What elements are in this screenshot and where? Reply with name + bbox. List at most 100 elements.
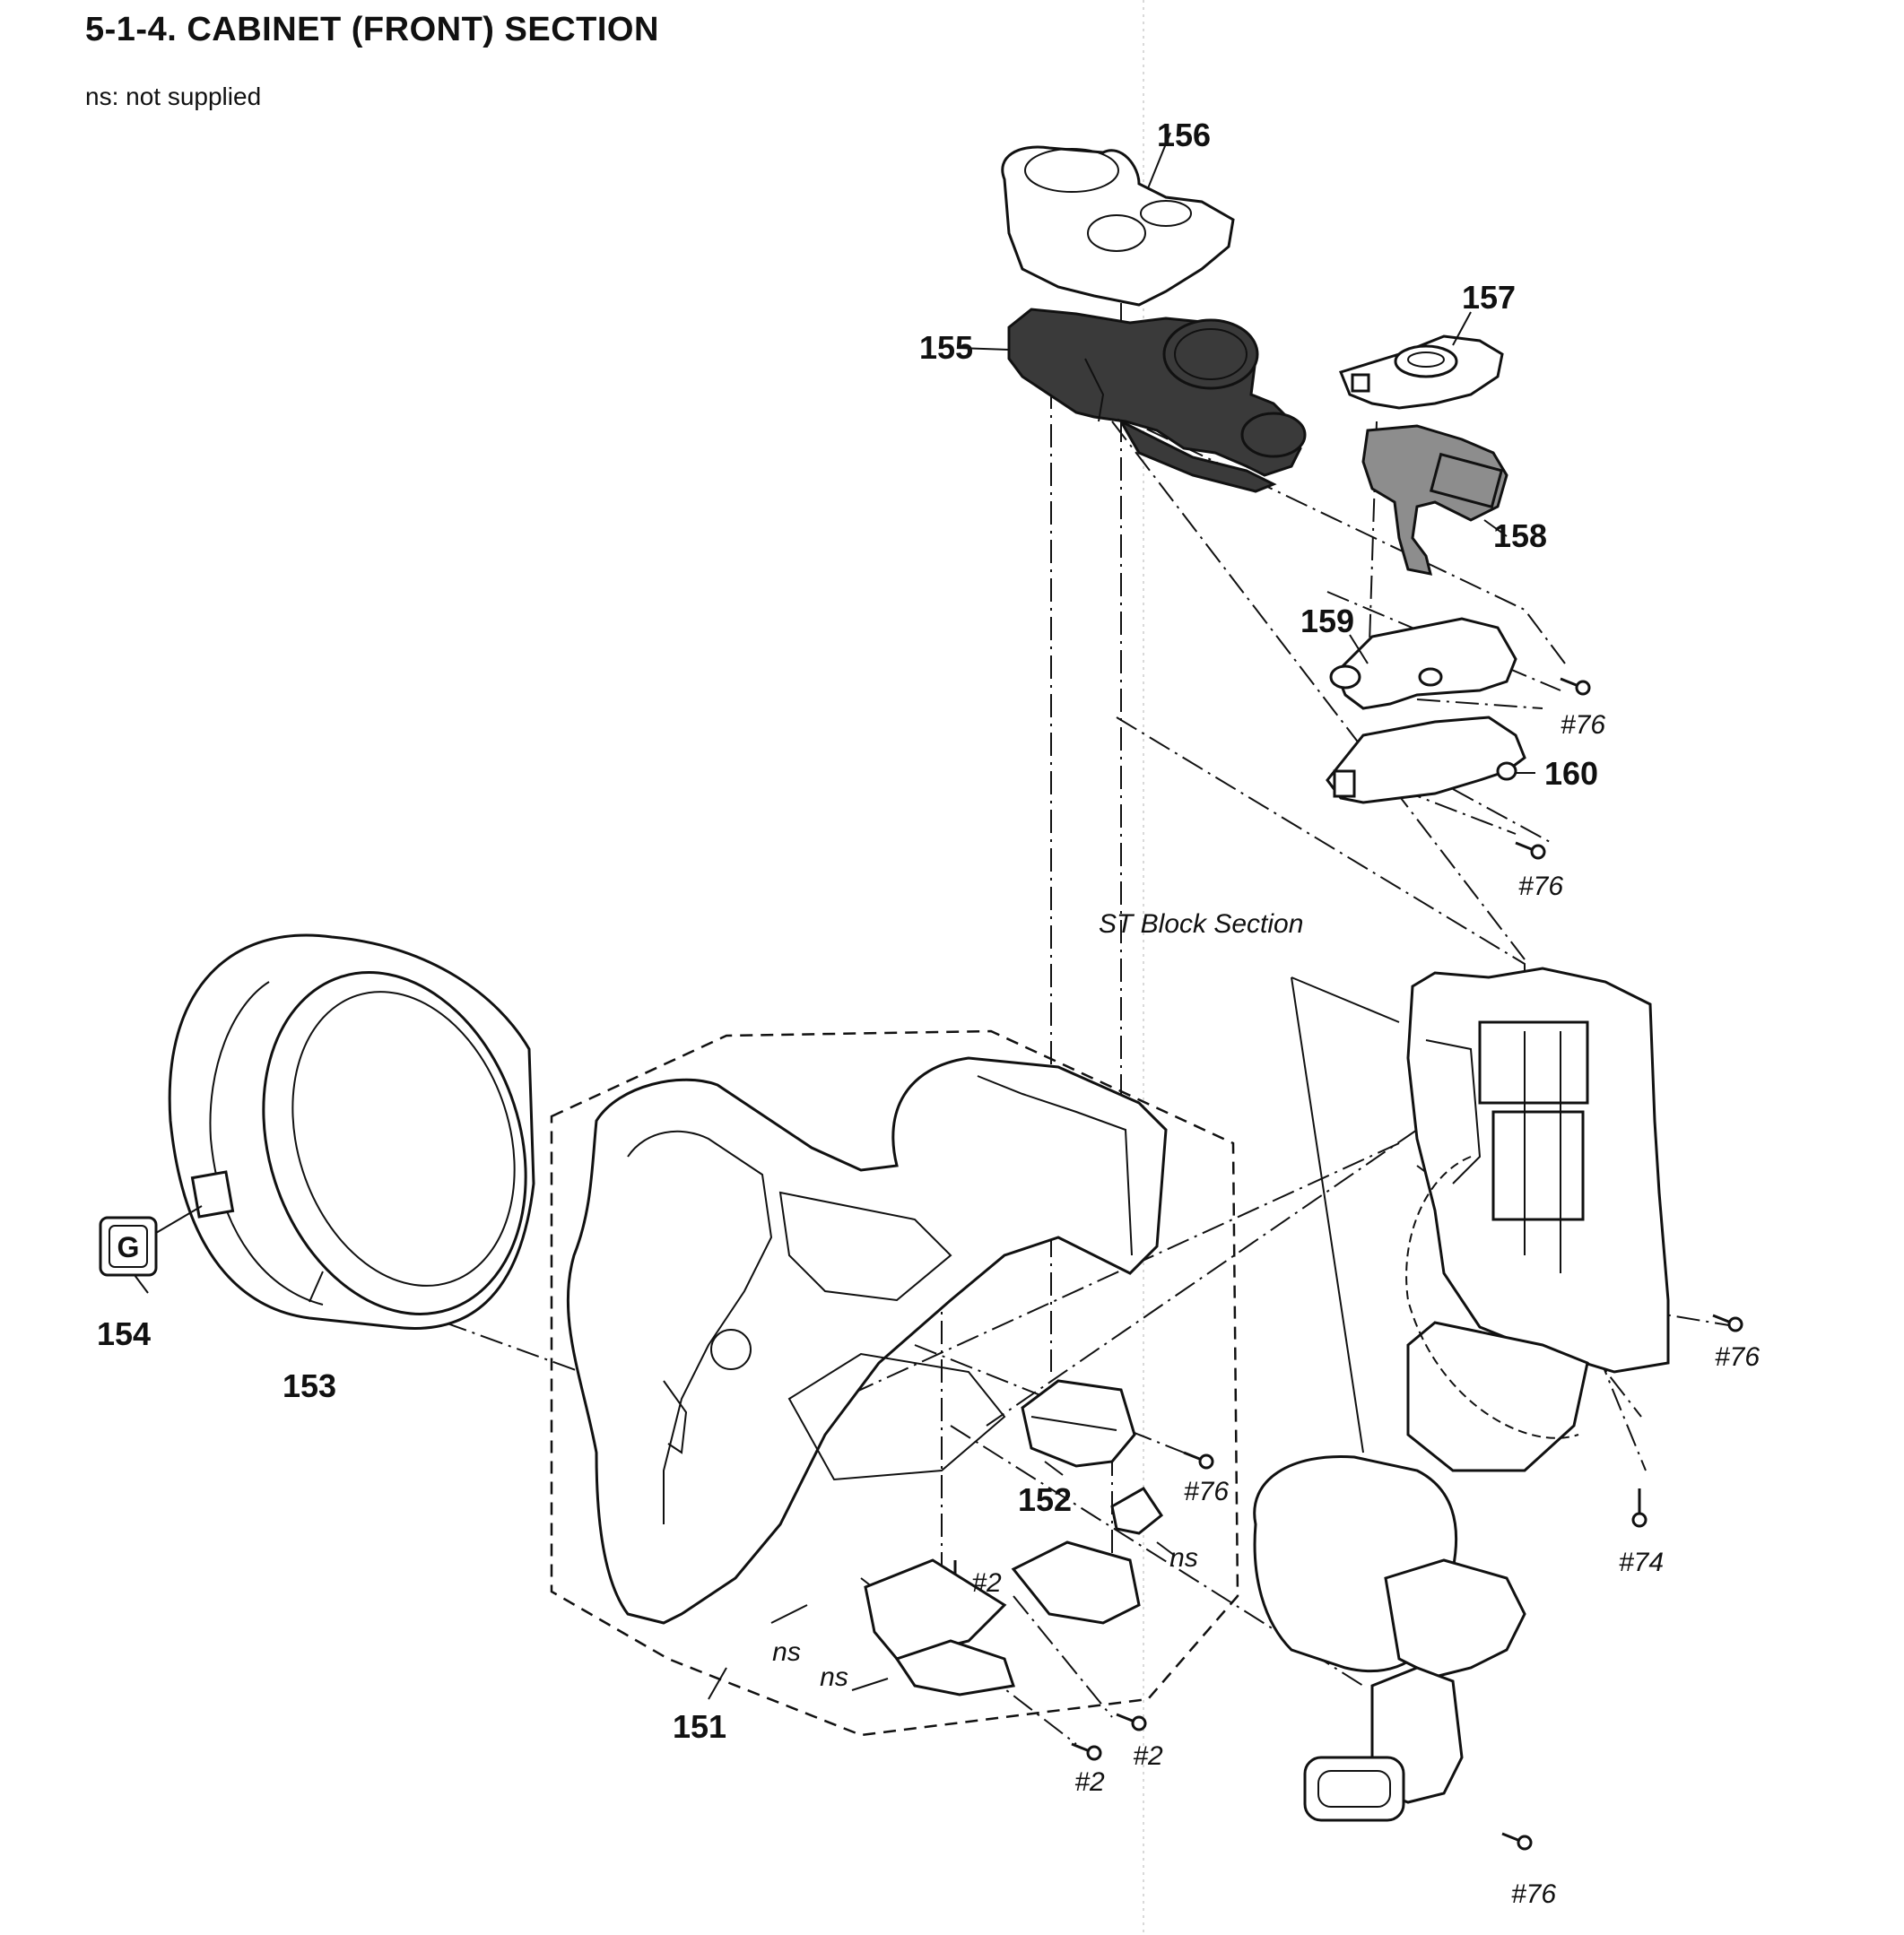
ns-label-a: ns bbox=[772, 1637, 801, 1667]
screw-label-76-d: #76 bbox=[1184, 1477, 1229, 1506]
button-board-knob-top bbox=[1407, 351, 1445, 368]
callout-157: 157 bbox=[1462, 279, 1516, 316]
sheet-plates bbox=[770, 1487, 1176, 1696]
front-cabinet-grip-edge bbox=[627, 1130, 773, 1524]
screw-label-2-c: #2 bbox=[1074, 1767, 1105, 1797]
callout-151: 151 bbox=[673, 1708, 726, 1745]
st-block-upper-box bbox=[1478, 1020, 1589, 1105]
front-cabinet-top-edge bbox=[977, 1075, 1133, 1256]
guide-line bbox=[1452, 788, 1552, 844]
leader-159 bbox=[1349, 634, 1369, 664]
callout-159: 159 bbox=[1300, 603, 1354, 639]
guide-line bbox=[914, 1344, 1185, 1453]
sheet-plate-center bbox=[1011, 1540, 1141, 1625]
st-block-flash-lens bbox=[1317, 1770, 1391, 1808]
callout-158: 158 bbox=[1493, 517, 1547, 554]
lens-ring-rim bbox=[262, 971, 527, 1315]
guide-line bbox=[986, 1129, 1418, 1427]
part-155-dial-block bbox=[957, 308, 1307, 493]
st-block-edge bbox=[1425, 1039, 1482, 1184]
callout-160: 160 bbox=[1544, 755, 1598, 792]
upper-bracket-lug bbox=[1329, 664, 1361, 690]
screw-2-c bbox=[1071, 1742, 1102, 1761]
lens-ring-badge-slot bbox=[190, 1170, 235, 1219]
upper-bracket-body bbox=[1335, 617, 1517, 710]
screw-76-e bbox=[1501, 1832, 1533, 1851]
ns-label-c: ns bbox=[1169, 1543, 1198, 1573]
part-157-button-board bbox=[1339, 311, 1504, 410]
screw-label-74: #74 bbox=[1619, 1548, 1664, 1577]
leader-153 bbox=[309, 1271, 324, 1303]
not-supplied-note: ns: not supplied bbox=[85, 82, 262, 110]
leader-158 bbox=[1483, 519, 1508, 537]
screw-label-76-e: #76 bbox=[1511, 1879, 1556, 1909]
lower-bracket-body bbox=[1326, 716, 1526, 804]
st-block-ribs bbox=[1524, 1031, 1561, 1273]
ns-label-b: ns bbox=[820, 1662, 848, 1692]
page-title: 5-1-4. CABINET (FRONT) SECTION bbox=[85, 11, 659, 48]
screw-label-76-c: #76 bbox=[1715, 1342, 1760, 1372]
bracket-152-fold bbox=[1030, 1416, 1117, 1431]
part-158-flex-board bbox=[1361, 424, 1508, 576]
top-cover-button-hole bbox=[1087, 214, 1146, 252]
part-160-lower-bracket bbox=[1326, 716, 1535, 804]
part-153-lens-ring bbox=[168, 933, 535, 1330]
part-152-bracket bbox=[1021, 1379, 1136, 1476]
front-cabinet-group-boundary bbox=[550, 1029, 1239, 1737]
front-cabinet-top-plate bbox=[778, 1191, 952, 1302]
guide-line bbox=[761, 1142, 1400, 1436]
mode-dial bbox=[1162, 318, 1259, 390]
dial-flex-cable bbox=[1117, 418, 1277, 493]
g-badge-letter: G bbox=[117, 1231, 140, 1263]
lower-bracket-hole bbox=[1496, 761, 1517, 781]
top-cover-body bbox=[1001, 145, 1235, 307]
part-159-upper-bracket bbox=[1329, 617, 1517, 710]
lens-ring-inner bbox=[291, 991, 516, 1287]
leader-151 bbox=[708, 1667, 727, 1700]
upper-bracket-hole bbox=[1418, 667, 1443, 687]
sheet-plate-lower bbox=[864, 1558, 1007, 1661]
leader-ns-b bbox=[851, 1678, 889, 1691]
st-block-section-label: ST Block Section bbox=[1099, 909, 1303, 939]
g-badge-inner bbox=[109, 1225, 148, 1268]
button-board-tab bbox=[1351, 373, 1370, 393]
guide-line bbox=[1013, 1595, 1113, 1718]
callout-156: 156 bbox=[1157, 117, 1211, 153]
leader-152 bbox=[1044, 1461, 1064, 1476]
part-151-front-cabinet bbox=[550, 1029, 1239, 1737]
st-block-flash-window bbox=[1303, 1756, 1405, 1822]
leader-ns-a bbox=[770, 1604, 808, 1624]
g-badge-plate bbox=[99, 1216, 158, 1277]
leader-155 bbox=[957, 347, 1010, 351]
part-154-g-badge: G bbox=[99, 1205, 203, 1294]
leader-154-b bbox=[155, 1205, 203, 1234]
leader-154 bbox=[134, 1274, 149, 1294]
flex-board-connector bbox=[1429, 452, 1504, 509]
leader-157 bbox=[1452, 311, 1472, 346]
button-board-knob bbox=[1394, 344, 1458, 378]
leader-ns-c bbox=[1156, 1541, 1176, 1557]
st-block-bracket-left bbox=[1291, 976, 1364, 1453]
st-block-dashed-arc bbox=[1405, 1156, 1579, 1439]
st-block-section bbox=[1253, 967, 1670, 1822]
screw-label-76-b: #76 bbox=[1518, 872, 1563, 901]
guide-line bbox=[1416, 699, 1543, 709]
screw-76-a bbox=[1560, 677, 1591, 696]
front-cabinet-grip-detail bbox=[663, 1380, 688, 1454]
st-block-flash-mechanism bbox=[1384, 1558, 1526, 1679]
top-cover-shutter-hole bbox=[1140, 200, 1192, 227]
lens-ring-band bbox=[209, 981, 324, 1306]
part-156-top-cover bbox=[1001, 132, 1235, 307]
screw-label-2-a: #2 bbox=[971, 1568, 1002, 1598]
guide-line bbox=[1111, 412, 1566, 664]
top-cover-dial-well bbox=[1024, 148, 1119, 193]
screw-label-76-a: #76 bbox=[1561, 710, 1605, 740]
st-block-bracket-top bbox=[1291, 976, 1400, 1023]
st-block-lens-panel bbox=[1406, 1321, 1589, 1472]
leader-156 bbox=[1147, 132, 1171, 189]
callout-154: 154 bbox=[97, 1315, 151, 1352]
st-block-middle-box bbox=[1491, 1110, 1585, 1221]
callout-153: 153 bbox=[283, 1367, 336, 1404]
